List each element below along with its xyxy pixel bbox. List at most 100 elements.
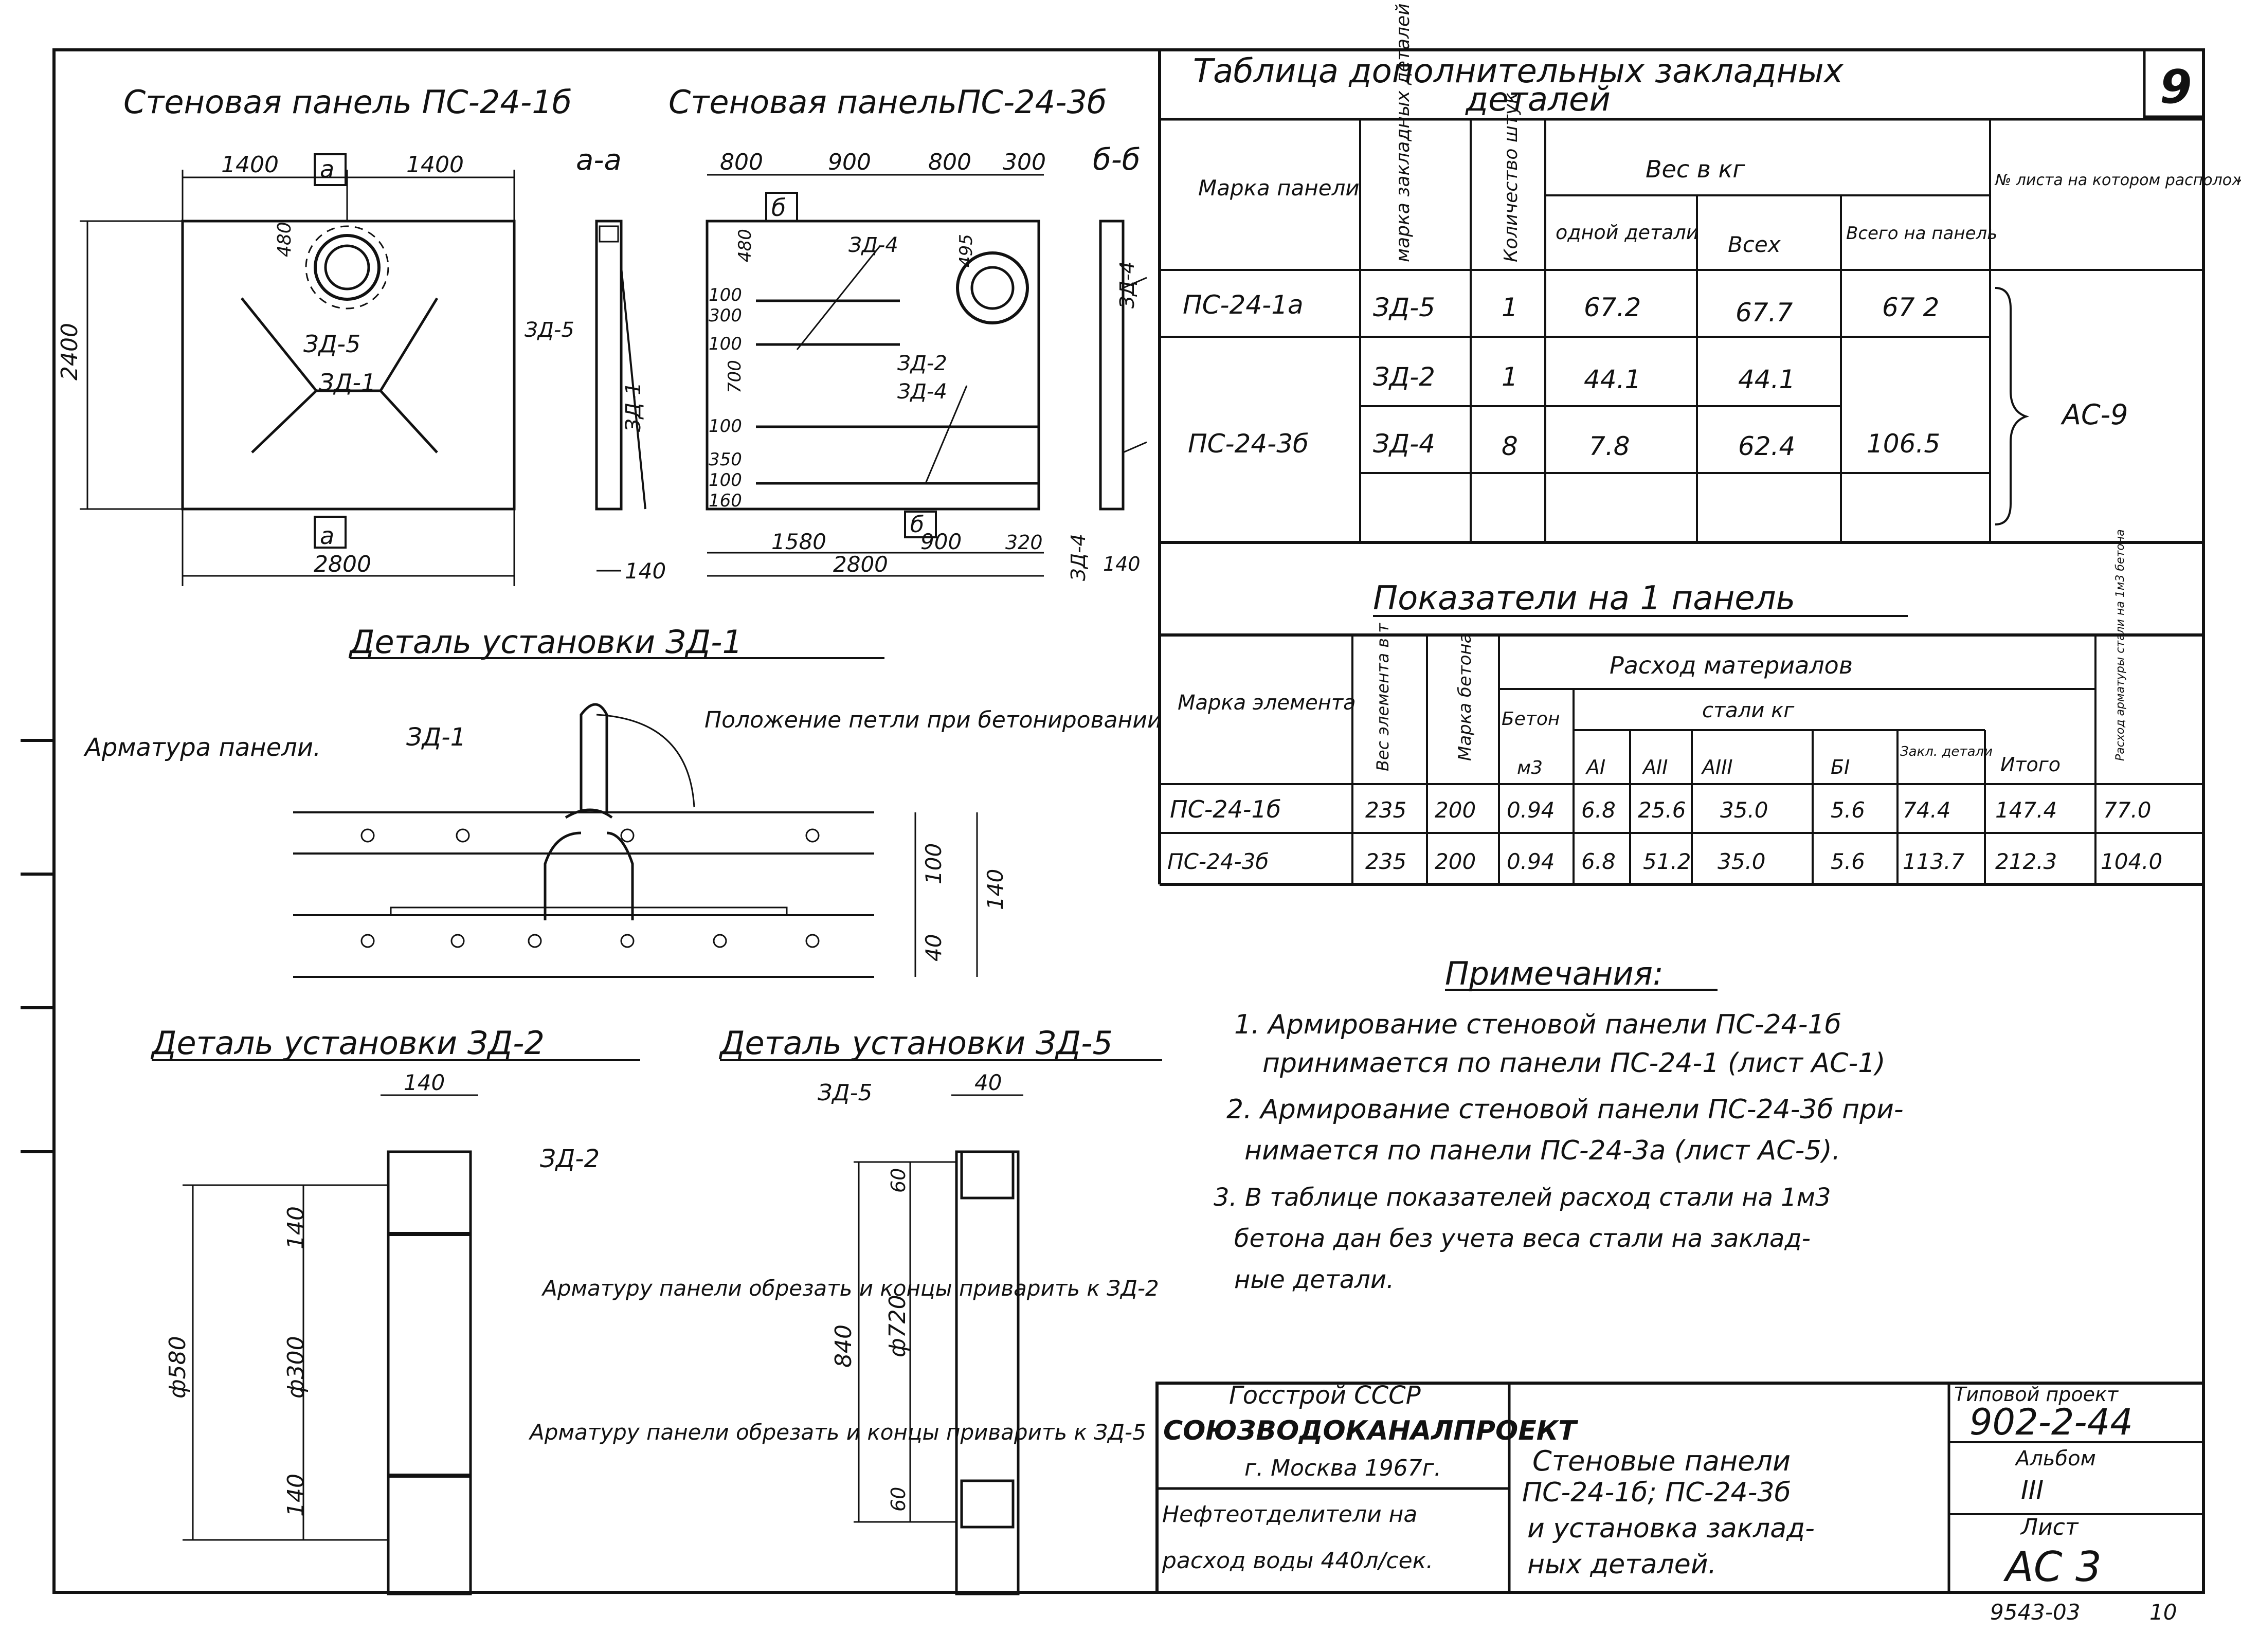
t1-h-one: одной детали (1556, 221, 1698, 244)
section-a-a: а-а ЗД-5 ЗД-1 140 (525, 143, 666, 584)
t2-r1-per: 77.0 (2103, 797, 2152, 823)
zd1-dim-40: 40 (921, 934, 946, 961)
t2-h-m3: м3 (1517, 757, 1543, 778)
zd5-title: Деталь установки ЗД-5 (718, 1024, 1113, 1062)
label-zd4-a: ЗД-4 (848, 233, 898, 257)
t2-r1-cm: 200 (1435, 797, 1476, 823)
notes-title: Примечания: (1445, 955, 1664, 992)
stamp-org1: Госстрой СССР (1229, 1381, 1421, 1410)
note-line-6: бетона дан без учета веса стали на закла… (1234, 1224, 1811, 1253)
t2-r2-per: 104.0 (2101, 849, 2162, 874)
t2-h-a3: АIII (1701, 756, 1733, 778)
t2-h-b1: БI (1831, 756, 1850, 778)
zd5-dim-720: ф720 (884, 1295, 911, 1357)
dim-1400a: 1400 (221, 152, 279, 178)
t2-h-a1: АI (1585, 756, 1605, 778)
zd2-dim-140b: 140 (283, 1474, 309, 1517)
indicators-table: Показатели на 1 панель Марка элемента Ве… (1160, 529, 2203, 886)
zd5-note: Арматуру панели обрезать и концы привари… (528, 1420, 1146, 1445)
label-zd4-b: ЗД-4 (897, 380, 947, 404)
note-line-5: 3. В таблице показателей расход стали на… (1214, 1183, 1831, 1212)
note-line-7: ные детали. (1234, 1265, 1394, 1294)
t2-h-a2: АII (1641, 756, 1668, 778)
dim-1580: 1580 (771, 529, 826, 554)
t1-r3-one: 7.8 (1589, 431, 1630, 461)
left-panel-title: Стеновая панель ПС-24-1б (123, 83, 572, 121)
zd5-dim-60b: 60 (887, 1487, 910, 1512)
t1-h-mark: Марка панели (1198, 175, 1360, 201)
section-dim-140: 140 (1103, 553, 1141, 575)
panel-pc-24-1: 1400 1400 2400 2800 480 ЗД-5 ЗД-1 а а (57, 152, 516, 586)
t1-r1-panel: ПС-24-1а (1183, 290, 1304, 320)
t2-r1-b1: 5.6 (1831, 797, 1865, 823)
t1-h-per: Всего на панель (1846, 223, 1997, 244)
t1-h-qty: Количество штук (1501, 93, 1522, 262)
t2-h-consumption: Расход материалов (1610, 651, 1853, 679)
table1-title1: Таблица дополнительных закладных (1193, 52, 1844, 90)
t2-r2-a1: 6.8 (1581, 849, 1616, 874)
t1-r1-qty: 1 (1502, 293, 1518, 322)
t1-r1-total: 67 2 (1882, 293, 1939, 322)
right-panel-title: Стеновая панельПС-24-3б (668, 83, 1107, 121)
zd2-dim-140a: 140 (283, 1206, 309, 1249)
zd2-title: Деталь установки ЗД-2 (150, 1024, 545, 1062)
table1-title2: деталей (1465, 81, 1611, 119)
panel-pc-24-3: 800 900 800 300 б 495 ЗД-4 ЗД-2 ЗД-4 480… (706, 149, 1046, 577)
zd1-dim-140: 140 (983, 869, 1008, 910)
t1-r3-qty: 8 (1502, 431, 1518, 461)
t1-r3-total: 106.5 (1867, 429, 1940, 459)
dim-800a: 800 (720, 149, 763, 175)
t2-h-mark: Марка элемента (1178, 691, 1356, 715)
t2-r1-a3: 35.0 (1720, 797, 1768, 823)
t2-r1-a2: 25.6 (1638, 797, 1686, 823)
t2-r2-emb: 113.7 (1903, 849, 1965, 874)
zd2-note: Арматуру панели обрезать и концы привари… (541, 1276, 1159, 1301)
section-zd4-a: ЗД-4 (1116, 261, 1138, 308)
zd2-label: ЗД-2 (540, 1145, 600, 1173)
stamp-purpose2: расход воды 440л/сек. (1162, 1548, 1433, 1574)
dim-2800-r: 2800 (833, 552, 888, 577)
note-line-4: нимается по панели ПС-24-3а (лист АС-5). (1244, 1135, 1840, 1166)
t1-r1-detail: ЗД-5 (1373, 293, 1435, 322)
t1-r3-all: 62.4 (1738, 431, 1795, 461)
t1-r1-one: 67.2 (1584, 293, 1641, 322)
zd1-loop-position: Положение петли при бетонировании (704, 707, 1162, 733)
sheet-border (52, 48, 2205, 1594)
stamp-project: 902-2-44 (1969, 1401, 2133, 1443)
t2-r1-emb: 74.4 (1903, 797, 1951, 823)
t1-r1-all: 67.7 (1736, 298, 1793, 328)
t2-h-emb: Закл. детали (1900, 744, 1993, 759)
dim-300: 300 (1003, 149, 1046, 175)
t2-h-cmark: Марка бетона (1455, 633, 1475, 761)
zd5-dim-840: 840 (830, 1324, 857, 1368)
t1-r2-one: 44.1 (1584, 365, 1641, 394)
t1-sheet-ref: АС-9 (2061, 398, 2128, 431)
dim-1400b: 1400 (406, 152, 464, 178)
dim-100-r2: 100 (709, 334, 742, 354)
t2-r1-a1: 6.8 (1581, 797, 1616, 823)
cut-a-bottom: а (320, 522, 334, 550)
stamp-album-label: Альбом (2014, 1447, 2096, 1471)
dim-320: 320 (1005, 531, 1043, 554)
t2-h-per: Расход арматуры стали на 1м3 бетона (2114, 529, 2127, 761)
section-zd5: ЗД-5 (525, 318, 574, 342)
footer-page: 10 (2149, 1600, 2177, 1625)
t1-r2-qty: 1 (1502, 362, 1518, 392)
t1-h-weight: Вес в кг (1646, 155, 1745, 183)
label-zd5-left: ЗД-5 (303, 330, 360, 358)
t1-r3-detail: ЗД-4 (1373, 429, 1435, 459)
t2-r1-mark: ПС-24-1б (1170, 795, 1281, 823)
zd1-title: Деталь установки ЗД-1 (348, 623, 743, 661)
dim-160-r: 160 (709, 491, 742, 511)
t2-r1-w: 235 (1365, 797, 1406, 823)
dim-900-b: 900 (920, 529, 962, 554)
stamp-project-label: Типовой проект (1954, 1383, 2119, 1406)
section-zd4-b: ЗД-4 (1067, 534, 1090, 581)
t2-h-steel: стали кг (1702, 699, 1795, 722)
t2-r2-b1: 5.6 (1831, 849, 1865, 874)
dim-800b: 800 (928, 149, 971, 175)
dim-900: 900 (828, 149, 871, 175)
t1-r3-panel: ПС-24-3б (1188, 429, 1309, 459)
zd1-dim-100: 100 (921, 843, 946, 884)
